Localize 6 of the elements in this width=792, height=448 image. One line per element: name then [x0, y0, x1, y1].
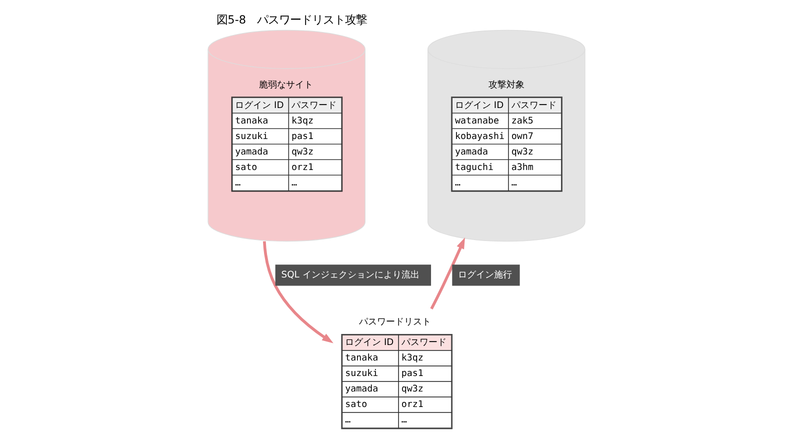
arrow — [262, 240, 333, 343]
diagram-title: 図5-8 パスワードリスト攻撃 — [216, 13, 367, 26]
edge-label: SQL インジェクションにより流出 — [280, 270, 419, 280]
node-label: パスワードリスト — [358, 317, 430, 328]
edge-label: ログイン施行 — [457, 270, 512, 280]
arrow — [430, 236, 464, 309]
